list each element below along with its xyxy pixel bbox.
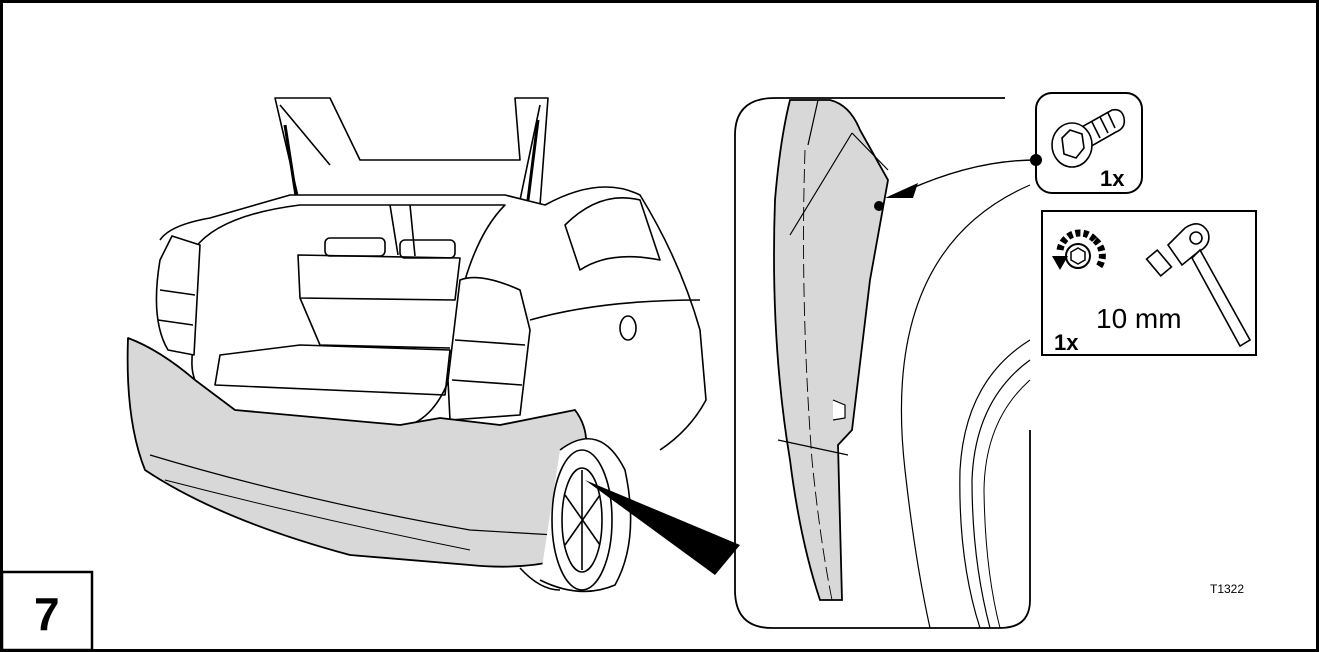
detail-leader-wedge	[585, 480, 740, 575]
step-number-box: 7	[0, 570, 94, 652]
tool-size: 10 mm	[1096, 303, 1182, 334]
bolt-part-box: 1x	[1030, 92, 1143, 194]
fender-liner	[773, 99, 889, 601]
bolt-pointer-arrow	[885, 183, 918, 198]
socket-ratchet-icon	[1145, 223, 1252, 348]
step-number: 7	[34, 588, 60, 640]
tool-spec-box: 10 mm 1x	[1041, 210, 1257, 356]
figure-code: T1322	[1210, 582, 1244, 596]
flange-bolt-icon	[1051, 108, 1126, 168]
bolt-quantity: 1x	[1100, 166, 1125, 191]
tool-quantity: 1x	[1054, 330, 1079, 355]
loosen-rotation-icon	[1052, 229, 1106, 271]
detail-view	[734, 97, 1037, 629]
rear-bumper	[126, 337, 588, 568]
car-rear-illustration	[126, 97, 707, 593]
bolt-location-marker	[874, 201, 884, 211]
